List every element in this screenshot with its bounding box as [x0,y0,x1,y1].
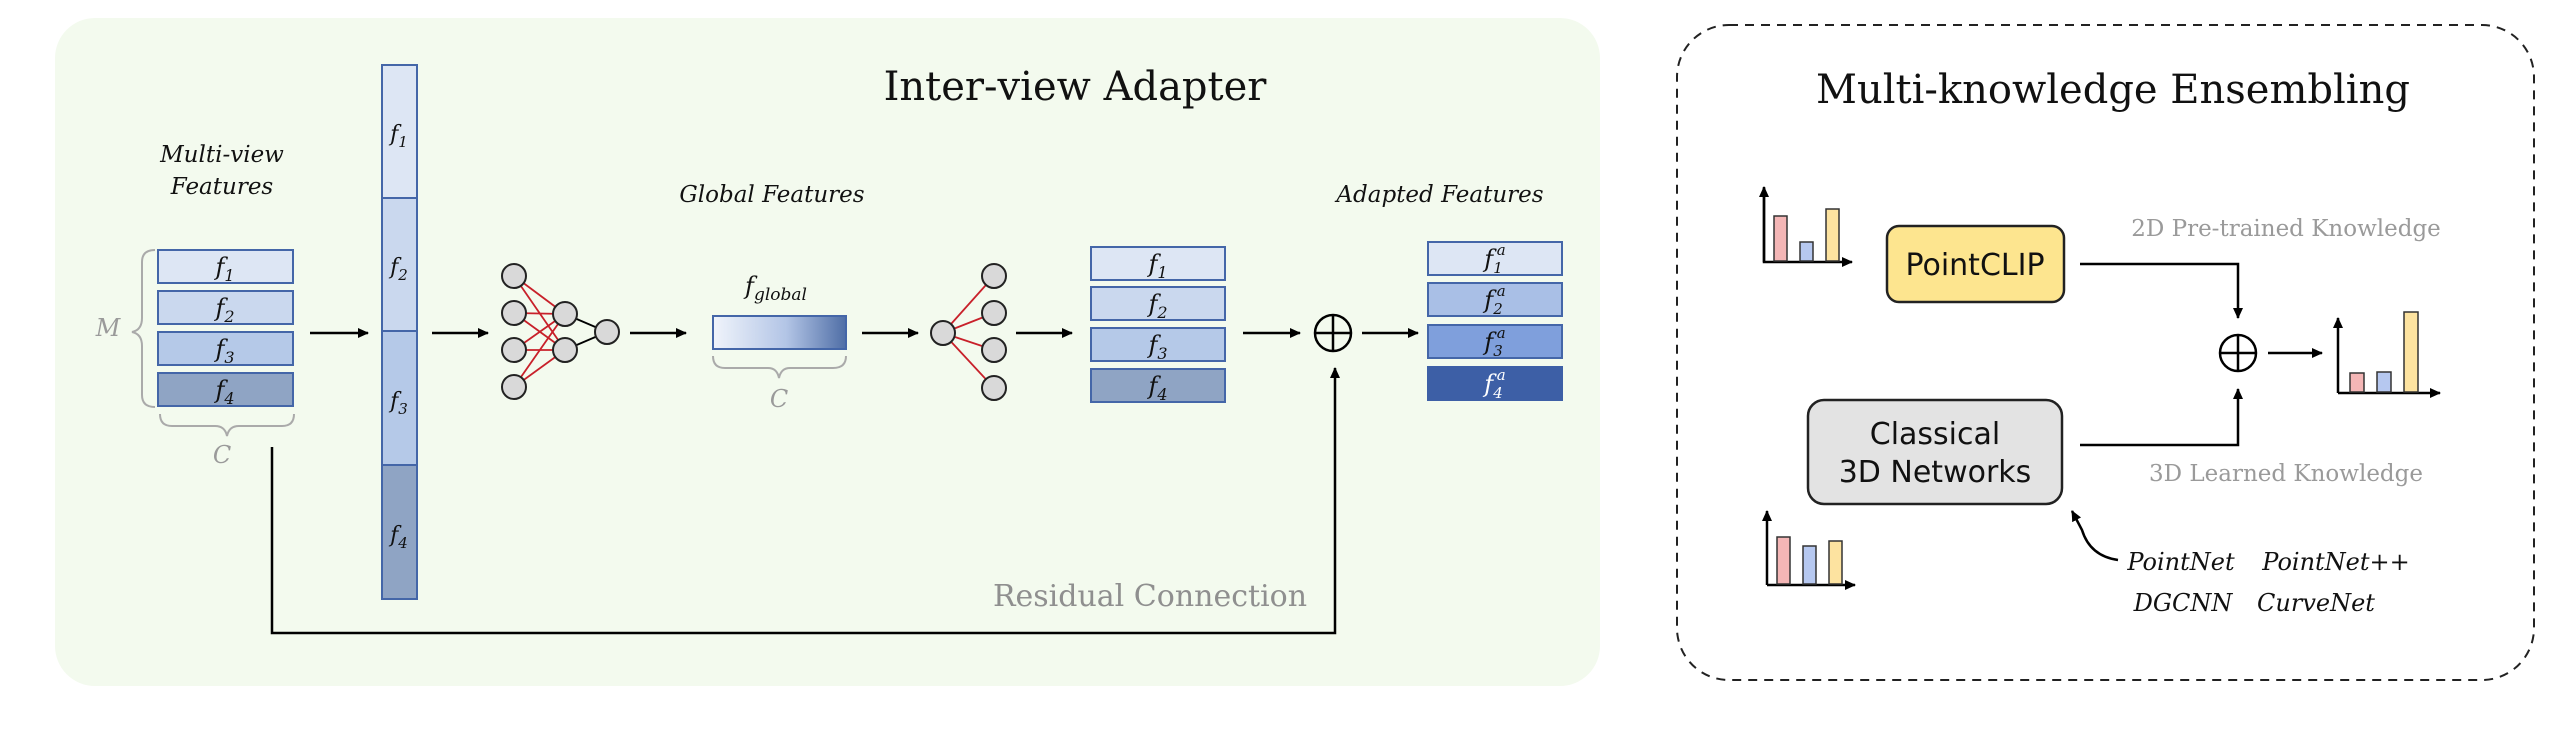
residual-connection-line [270,367,1340,635]
adapted-feature-4-box [1427,366,1563,401]
global-features-title: Global Features [679,182,864,208]
mlp2-output-node [981,337,1007,363]
flat-segment-2 [381,197,418,332]
projected-features: f1 f2 f3 f4 [1090,246,1226,404]
residual-add-operator [1313,313,1353,353]
residual-connection-label: Residual Connection [993,579,1307,614]
mv-feature-2-box [157,290,294,325]
flat-segment-3 [381,330,418,466]
multi-view-features-title-line2: Features [170,174,274,200]
mlp1-output-node [594,319,620,345]
mlp1-input-node [501,337,527,363]
mlp1-input-node [501,300,527,326]
adapted-feature-3-box [1427,324,1563,359]
classical-to-ensemble-arrow [2080,388,2243,447]
adapted-feature-2-box [1427,282,1563,317]
network-pointnet: PointNet [2126,548,2235,576]
classical-prediction-histogram-icon [1762,510,1856,590]
network-pointnet-plus-plus: PointNet++ [2261,548,2409,576]
mv-feature-1-box [157,249,294,284]
m-dimension-label: M [95,314,122,342]
flat-segment-4 [381,464,418,600]
inter-view-adapter-panel [55,18,1600,686]
network-curvenet: CurveNet [2257,589,2375,617]
proj-feature-3-box [1090,327,1226,362]
classical-3d-networks-box [1806,398,2064,506]
pointclip-box [1885,224,2066,304]
pointclip-prediction-histogram-icon [1759,186,1853,267]
mlp2-output-node [981,300,1007,326]
ensembled-prediction-histogram-icon [2333,311,2441,398]
adapted-feature-1-box [1427,241,1563,276]
inter-view-adapter-title: Inter-view Adapter [884,64,1268,110]
adapted-features: f1a f2a f3a f4a [1427,241,1563,402]
mlp1-hidden-node [552,337,578,363]
mlp-encoder [501,263,620,400]
global-feature-vector [712,315,847,350]
multi-view-features: f1 f2 f3 f4 [157,249,294,408]
mlp1-input-node [501,263,527,289]
multi-knowledge-ensembling-title: Multi-knowledge Ensembling [1816,67,2410,113]
mlp-decoder [930,263,1007,401]
mlp2-output-node [981,263,1007,289]
knowledge-3d-label: 3D Learned Knowledge [2149,461,2423,487]
mv-feature-4-box [157,372,294,407]
proj-feature-4-box [1090,368,1226,403]
ensemble-add-operator [2218,333,2258,373]
pointclip-label: PointCLIP [1905,248,2044,283]
adapted-features-title: Adapted Features [1334,182,1543,208]
mlp2-output-node [981,375,1007,401]
pointclip-to-ensemble-arrow [2080,262,2243,319]
multi-knowledge-ensembling-panel [1676,24,2535,681]
c-brace-multi-view [159,413,295,437]
c-dimension-label-multi-view: C [213,441,231,469]
flat-segment-1 [381,64,418,199]
proj-feature-1-box [1090,246,1226,281]
c-brace-global [712,355,847,379]
classical-3d-networks-label-line2: 3D Networks [1839,455,2032,490]
multi-view-features-title-line1: Multi-view [159,142,284,168]
mv-feature-3-box [157,331,294,366]
networks-to-classical-arrow [2070,510,2119,562]
mlp1-input-node [501,374,527,400]
classical-3d-networks-label-line1: Classical [1870,417,2000,452]
mlp1-hidden-node [552,301,578,327]
m-brace [131,249,156,408]
flattened-feature-vector: f1 f2 f3 f4 [381,64,418,600]
network-dgcnn: DGCNN [2133,589,2234,617]
c-dimension-label-global: C [770,385,788,413]
mlp2-input-node [930,320,956,346]
knowledge-2d-label: 2D Pre-trained Knowledge [2131,216,2441,242]
proj-feature-2-box [1090,286,1226,321]
